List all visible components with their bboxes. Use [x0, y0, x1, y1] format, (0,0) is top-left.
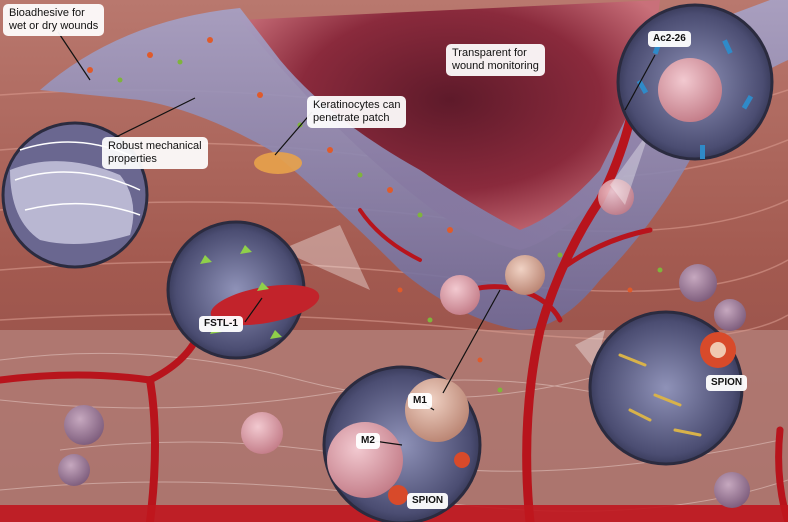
tag-spion-bottom: SPION: [407, 493, 449, 509]
wound-bed: [240, 0, 660, 250]
tag-m2: M2: [356, 433, 380, 449]
label-leader-lines: [57, 31, 656, 446]
tag-ac2: Ac2-26: [648, 31, 691, 47]
tag-m1: M1: [408, 393, 432, 409]
floating-cells: [58, 179, 750, 508]
inset-ac2: [616, 3, 774, 161]
label-transparent: Transparent for wound monitoring: [446, 44, 545, 76]
keratinocyte-cell: [254, 152, 302, 174]
label-keratinocytes: Keratinocytes can penetrate patch: [307, 96, 407, 128]
label-robust: Robust mechanical properties: [102, 137, 208, 169]
label-bioadhesive: Bioadhesive for wet or dry wounds: [3, 4, 105, 36]
tag-fstl: FSTL-1: [199, 316, 243, 332]
tag-spion-right: SPION: [706, 375, 748, 391]
